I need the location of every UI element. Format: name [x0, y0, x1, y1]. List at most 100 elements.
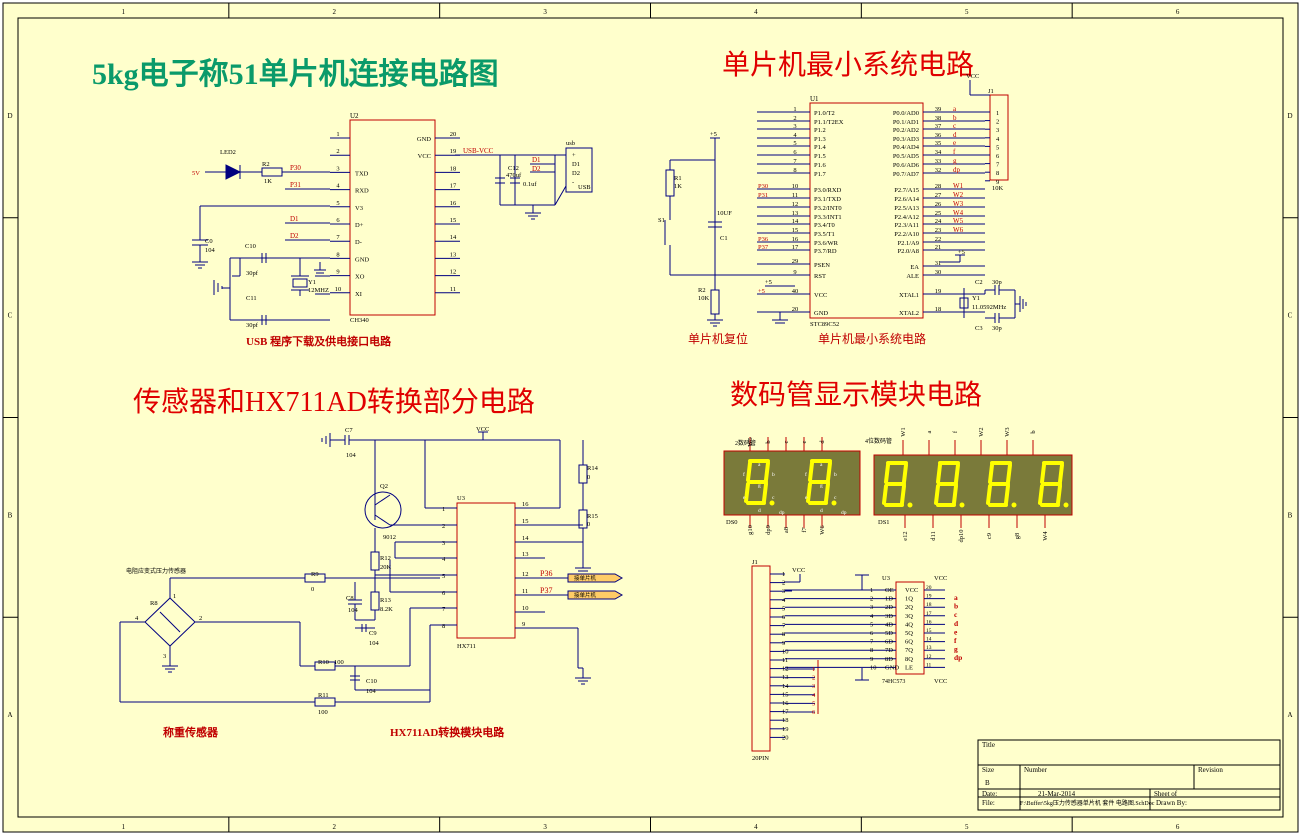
u1-pin-name: RST [814, 273, 826, 280]
segment-letter: b [834, 472, 837, 478]
ds0-top-pin-label: e [801, 440, 808, 443]
c0-ref: C0 [205, 238, 213, 245]
latch-right-pin-number: 18 [926, 602, 932, 608]
ch340-pin-number: 8 [336, 251, 339, 258]
hx711-pin-number: 4 [442, 556, 446, 563]
ds0-bottom-pin-label: a8 [783, 527, 790, 533]
u1-pin-name: P2.4/A12 [894, 214, 919, 221]
display-j1-name: 20PIN [752, 755, 769, 762]
title-block [977, 739, 1281, 811]
latch-left-pin-number: 1 [870, 587, 873, 594]
date-value: 21-Mar-2014 [1038, 790, 1076, 798]
j1-header-pin-number: 2 [782, 580, 785, 587]
decimal-point [1011, 502, 1017, 508]
hx711-pin-number: 6 [442, 590, 446, 597]
ds0-bottom-pin-label: W6 [819, 525, 826, 535]
segment-letter: e [805, 495, 808, 501]
r13-ref: R13 [380, 597, 391, 604]
zone-row-label: D [1287, 112, 1292, 120]
u1-pin-name: P2.0/A8 [898, 248, 920, 255]
u1-pin-name: PSEN [814, 262, 830, 269]
latch-output-net: c [954, 610, 958, 619]
ch340-pin-number: 4 [336, 183, 340, 190]
u1-pin-name: XTAL1 [899, 292, 919, 299]
c2-value: 30p [992, 279, 1002, 286]
usb-caption: USB 程序下载及供电接口电路 [246, 334, 392, 348]
u1-pin-net: W6 [953, 226, 964, 234]
r11-ref: R11 [318, 692, 329, 699]
q2-ref: Q2 [380, 483, 388, 490]
ds1-top-pin-label: W2 [978, 427, 985, 436]
u1-pin-name: P3.4/T0 [814, 222, 835, 229]
zone-column-label: 4 [754, 823, 758, 831]
ch340-pin-number: 5 [336, 200, 339, 207]
latch-output-net: b [954, 602, 958, 611]
zone-row-label: A [7, 711, 12, 719]
hx711-name: HX711 [457, 643, 476, 650]
mcu-y1-value: 11.0592MHz [972, 304, 1006, 311]
ch340-pin-number: 15 [450, 217, 457, 224]
c3-ref: C3 [975, 325, 983, 332]
u1-pin-name: P0.6/AD6 [893, 162, 920, 169]
ch340-pin-number: 13 [450, 251, 457, 258]
j1-header-pin-number: 3 [782, 588, 785, 595]
hx711-pin-number: 15 [522, 518, 529, 525]
hx711-pin-number: 8 [442, 623, 445, 630]
hx711-pin-number: 3 [442, 540, 445, 547]
zone-column-label: 1 [122, 823, 126, 831]
u1-pin-name: P1.7 [814, 171, 826, 178]
j1-pin-number: 8 [996, 170, 999, 177]
digit-segment [934, 484, 940, 505]
c1-ref: C1 [720, 235, 728, 242]
latch-output-net: d [954, 619, 959, 628]
latch-left-pin-number: 7 [870, 639, 874, 646]
latch-left-pin-name: 3D [885, 613, 893, 620]
u1-pin-name: P2.7/A15 [894, 187, 919, 194]
ds1-bottom-pin-label: W4 [1042, 531, 1049, 541]
sensor-title: 传感器和HX711AD转换部分电路 [133, 386, 535, 418]
u1-pin-number: 31 [935, 260, 942, 267]
latch-right-pin-name: 5Q [905, 630, 913, 637]
r14-value: 0 [587, 474, 590, 481]
u1-pin-name: P0.2/AD2 [893, 127, 919, 134]
ds1-digit [986, 461, 1017, 508]
r13-value: 8.2K [380, 606, 393, 613]
u1-pin-number: 36 [935, 132, 942, 139]
mcu-caption: 单片机最小系统电路 [818, 331, 926, 346]
segment-letter: g [820, 483, 823, 489]
digit-segment [764, 461, 770, 482]
ch340-pin-number: 10 [335, 286, 342, 293]
ch340-pin-number: 9 [336, 269, 339, 276]
latch-right-pin-number: 20 [926, 585, 932, 591]
digit-segment [1004, 484, 1010, 505]
zone-row-label: C [1288, 312, 1293, 320]
u1-pin-number: 12 [792, 201, 799, 208]
latch-right-pin-name: 1Q [905, 596, 913, 603]
u1-pin-name: P3.7/RD [814, 248, 837, 255]
sensor-net-p36: P36 [540, 569, 552, 578]
u1-pin-net: W3 [953, 200, 964, 208]
r1-ref: R1 [674, 175, 682, 182]
ch340-pin-number: 17 [450, 183, 457, 190]
zone-column-label: 5 [965, 823, 969, 831]
latch-right-pin-name: VCC [905, 587, 918, 594]
j1-pin-number: 4 [996, 136, 1000, 143]
hx711-pin-number: 9 [522, 621, 525, 628]
ch340-pin-name: XO [355, 274, 365, 281]
r15-ref: R15 [587, 513, 598, 520]
ds0-top-pin-label: c [783, 440, 790, 443]
ch340-pin-number: 16 [450, 200, 457, 207]
segment-letter: a [758, 462, 761, 468]
ch340-name: CH340 [350, 317, 369, 324]
mcu-vcc-label: VCC [966, 73, 979, 80]
ch340-pin-name: D- [355, 239, 362, 246]
decimal-point [769, 500, 775, 506]
u1-pin-number: 3 [793, 123, 796, 130]
c12-ref: C12 [508, 165, 519, 172]
segment-letter: c [772, 495, 775, 501]
latch-left-pin-name: 1D [885, 596, 893, 603]
latch-name: 74HC573 [882, 679, 905, 685]
hx711-pin-number: 12 [522, 571, 529, 578]
latch-left-pin-name: 4D [885, 621, 893, 628]
